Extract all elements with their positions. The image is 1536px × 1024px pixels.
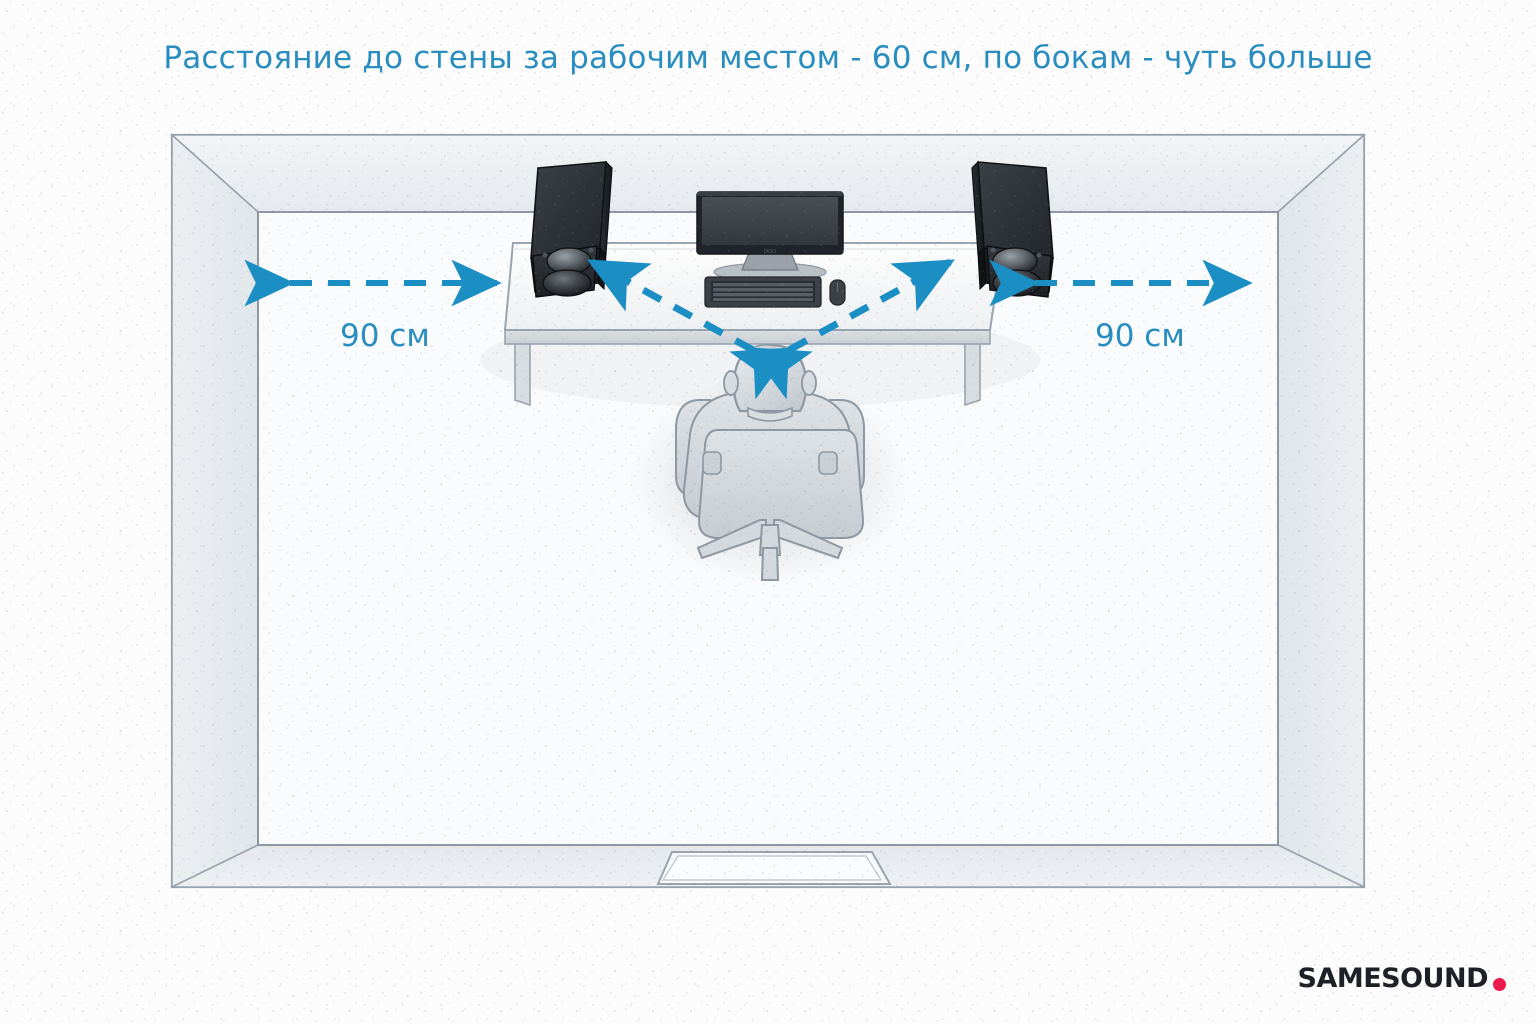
monitor-screen <box>702 197 838 245</box>
samesound-logo: SAMESOUND <box>1297 963 1506 994</box>
speaker-right-woofer <box>992 269 1042 297</box>
page-title: Расстояние до стены за рабочим местом - … <box>163 40 1373 76</box>
speaker-left-woofer <box>542 269 592 297</box>
dimension-label-right: 90 см <box>1095 318 1185 354</box>
listening-triangle <box>587 258 955 400</box>
wall-right <box>1277 133 1365 889</box>
logo-dot <box>1493 978 1506 991</box>
mouse <box>829 279 846 306</box>
chair-base <box>696 519 844 581</box>
person-ear-right <box>801 370 817 396</box>
door <box>656 851 892 885</box>
speaker-right-top <box>977 161 1054 259</box>
wall-left <box>171 133 259 889</box>
person-head <box>732 343 808 413</box>
speaker-left-top <box>530 161 607 259</box>
arrow-left-speaker-to-head <box>587 258 813 400</box>
svg-text:◻◻◻: ◻◻◻ <box>764 248 776 254</box>
arrow-right-speaker-to-head <box>729 258 955 400</box>
logo-text: SAMESOUND <box>1297 963 1489 994</box>
speaker-right <box>971 160 1054 298</box>
speaker-left <box>530 160 613 298</box>
person-neck <box>747 406 793 422</box>
dimension-label-left: 90 см <box>340 318 430 354</box>
keyboard <box>704 276 822 308</box>
person-ear-left <box>723 370 739 396</box>
